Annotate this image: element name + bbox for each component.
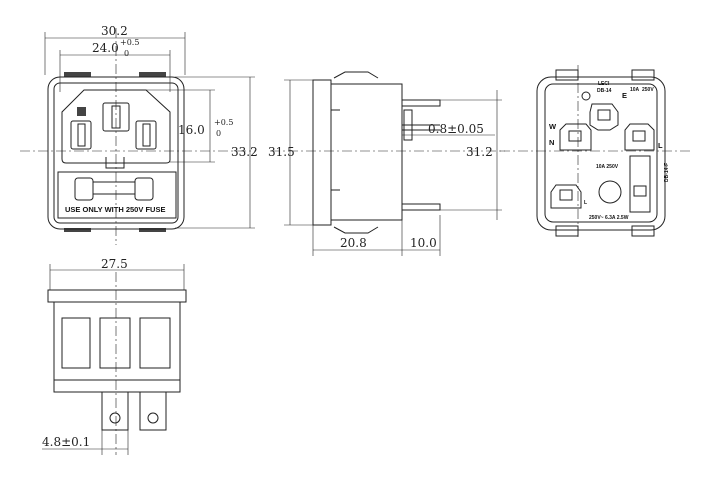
dim-inlet-height-tol-lower: 0 [216,129,221,138]
dim-inlet-height-tol-upper: +0.5 [214,118,233,127]
back-fuse-terminal-label: L [584,200,587,206]
bottom-view: 27.5 4.8±0.1 [42,257,187,455]
back-rating-current: 10A [630,87,640,93]
side-view: 31.5 31.2 0.8±0.05 20.8 10.0 [268,71,505,256]
dim-width-inner-tol-lower: 0 [124,49,129,58]
back-view: LECI DB-14 10A 250V E W N L 10A 250V L 2… [500,65,690,240]
front-view: 30.2 24.0 +0.5 0 16.0 +0.5 0 33.2 USE ON… [20,24,258,245]
back-cert-rating: 10A 250V [596,164,619,170]
earth-symbol-icon [581,91,591,101]
back-line-label: L [658,141,663,150]
dim-terminal-thickness: 0.8±0.05 [428,122,484,136]
back-w-label: W [549,122,557,131]
back-fuse-rating: 250V~ 6.3A 2.5W [589,215,629,221]
dim-width-inner-tol-upper: +0.5 [120,38,139,47]
dim-body-height: 31.2 [466,145,493,159]
back-earth-label: E [622,91,627,100]
back-model: DB-14 [597,88,612,94]
dim-width-outer: 30.2 [101,24,128,38]
back-side-marking: DB-14-F [664,163,670,182]
dim-body-depth: 20.8 [340,236,367,250]
back-n-label: N [549,138,554,147]
back-rating-voltage: 250V [642,87,654,93]
dim-bottom-width: 27.5 [101,257,128,271]
dim-width-inner: 24.0 [92,41,119,55]
fuse-warning-label: USE ONLY WITH 250V FUSE [65,205,165,214]
dim-terminal-width: 4.8±0.1 [42,435,90,449]
back-brand: LECI [598,81,610,87]
dim-terminal-length: 10.0 [410,236,437,250]
dim-flange-height: 31.5 [268,145,295,159]
dim-inlet-height: 16.0 [178,123,205,137]
dim-height-outer: 33.2 [231,145,258,159]
